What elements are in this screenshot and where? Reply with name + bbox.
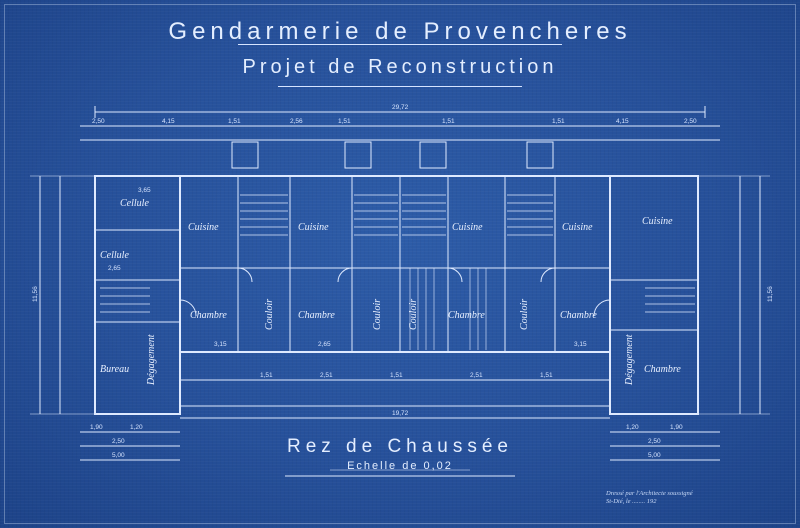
room-label-couloir-2: Couloir: [372, 299, 383, 330]
room-label-chambre-4: Chambre: [560, 310, 597, 321]
room-label-chambre-3: Chambre: [448, 310, 485, 321]
bottom-right-dim-4: 5,00: [648, 452, 661, 459]
room-label-couloir-3: Couloir: [408, 299, 419, 330]
title-rule: [238, 44, 562, 45]
room-dim-3: 3,15: [214, 341, 227, 348]
sheet-title: Rez de Chaussée: [286, 436, 514, 457]
room-label-cellule-1: Cellule: [120, 198, 149, 209]
room-label-chambre-2: Chambre: [298, 310, 335, 321]
chimney-4: [526, 141, 554, 169]
top-dim-9: 2,50: [684, 118, 697, 125]
room-dim-1: 3,65: [138, 187, 151, 194]
inner-bottom-dim-4: 2,51: [470, 372, 483, 379]
inner-bottom-dim-2: 2,51: [320, 372, 333, 379]
bottom-dim-2: 1,20: [130, 424, 143, 431]
bottom-dim-1: 1,90: [90, 424, 103, 431]
top-dim-4: 2,56: [290, 118, 303, 125]
room-label-couloir-1: Couloir: [264, 299, 275, 330]
bottom-right-dim-1: 1,20: [626, 424, 639, 431]
room-dim-4: 2,65: [318, 341, 331, 348]
room-label-degagement-left: Dégagement: [146, 334, 157, 386]
bottom-right-dim-3: 2,50: [648, 438, 661, 445]
top-dim-7: 1,51: [552, 118, 565, 125]
room-dim-2: 2,65: [108, 265, 121, 272]
door-swing-4: [540, 267, 556, 283]
bottom-right-dim-2: 1,90: [670, 424, 683, 431]
top-dim-3: 1,51: [228, 118, 241, 125]
bottom-dim-4: 5,00: [112, 452, 125, 459]
corridor-hatching: [409, 268, 487, 350]
top-dim-5: 1,51: [338, 118, 351, 125]
inner-bottom-dim-3: 1,51: [390, 372, 403, 379]
room-label-chambre-1: Chambre: [190, 310, 227, 321]
sub-title: Projet de Reconstruction: [242, 56, 558, 78]
room-label-cuisine-2: Cuisine: [298, 222, 329, 233]
room-label-chambre-5: Chambre: [644, 364, 681, 375]
overall-width-top: 29,72: [392, 104, 409, 111]
top-dim-2: 4,15: [162, 118, 175, 125]
main-block-outline: [179, 175, 611, 353]
room-label-cellule-2: Cellule: [100, 250, 129, 261]
door-swing-3: [447, 267, 463, 283]
room-label-cuisine-3: Cuisine: [452, 222, 483, 233]
overall-depth-right: 11,56: [767, 286, 774, 302]
inner-bottom-dim-5: 1,51: [540, 372, 553, 379]
chimney-2: [344, 141, 372, 169]
front-strip: [179, 351, 611, 407]
room-label-cuisine-1: Cuisine: [188, 222, 219, 233]
door-swing-1: [237, 267, 253, 283]
door-swing-6: [593, 299, 611, 317]
top-dim-1: 2,50: [92, 118, 105, 125]
room-label-cuisine-4: Cuisine: [562, 222, 593, 233]
main-title: Gendarmerie de Provencheres: [168, 18, 632, 45]
chimney-3: [419, 141, 447, 169]
bottom-dim-3: 2,50: [112, 438, 125, 445]
room-dim-5: 3,15: [574, 341, 587, 348]
door-swing-2: [337, 267, 353, 283]
chimney-1: [231, 141, 259, 169]
overall-width-bottom: 19,72: [392, 410, 409, 417]
inner-bottom-dim-1: 1,51: [260, 372, 273, 379]
room-label-cuisine-5: Cuisine: [642, 216, 673, 227]
room-label-couloir-4: Couloir: [519, 299, 530, 330]
signature-line-1: Dressé par l'Architecte soussigné: [606, 490, 693, 497]
scale-label: Echelle de 0,02: [347, 460, 453, 472]
signature-line-2: St-Dié, le ........ 192: [606, 498, 657, 505]
door-swing-5: [179, 299, 197, 317]
room-label-degagement-right: Dégagement: [624, 334, 635, 386]
overall-depth-left: 11,56: [32, 286, 39, 302]
top-dim-6: 1,51: [442, 118, 455, 125]
subtitle-rule: [278, 86, 522, 87]
sheet-border: [4, 4, 796, 524]
top-dim-8: 4,15: [616, 118, 629, 125]
left-wing-outline: [94, 175, 181, 415]
room-label-bureau: Bureau: [100, 364, 129, 375]
stairs-group: [100, 194, 695, 313]
architect-signature: Dressé par l'Architecte soussigné St-Dié…: [606, 490, 693, 506]
